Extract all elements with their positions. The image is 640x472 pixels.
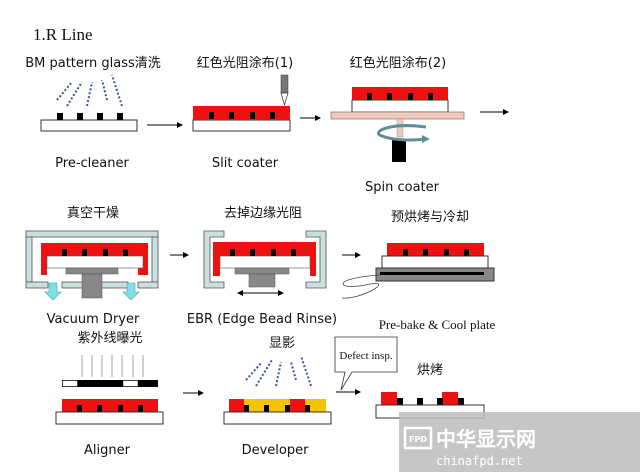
step-aligner: 紫外线曝光 Aligner [55,331,164,458]
photoresist-pattern [290,399,305,412]
heater-element [380,272,484,275]
stage [65,267,119,275]
step-label: 真空干燥 [67,206,119,221]
step-caption: Slit coater [212,156,279,171]
step-slit-coater: 红色光阻涂布(1) Slit coater [192,55,293,171]
step-label: 红色光阻涂布(2) [350,55,446,71]
heater-wire [341,274,381,299]
bm-pattern [62,249,128,256]
step-caption: Aligner [84,443,131,458]
glass-substrate [55,411,164,425]
step-pre-bake: 预烘烤与冷却 Pre-bake & Cool plate [341,210,496,332]
photoresist-layer [62,399,158,412]
stage-pillar [81,273,103,299]
watermark: FPD 中华显示网 chinafpd.net [399,412,640,472]
logo-text: FPD [409,435,427,444]
bm-pattern [230,249,296,256]
spray-icon [56,74,123,107]
step-caption: Pre-cleaner [55,156,129,171]
step-caption: Vacuum Dryer [47,312,140,327]
photoresist-pattern [381,392,397,405]
bm-pattern [367,93,433,100]
glass-substrate [40,119,138,132]
spin-chuck [330,111,465,120]
glass-substrate [192,119,291,132]
step-caption: Developer [242,443,310,458]
spray-icon [245,355,312,387]
bm-pattern [77,405,143,412]
step-label: 紫外线曝光 [77,331,142,346]
bm-pattern [57,113,123,120]
step-caption: Pre-bake & Cool plate [379,317,496,332]
step-pre-cleaner: BM pattern glass清洗 Pre-cleaner [25,56,161,171]
bm-pattern [244,405,310,412]
ebr-chamber [203,230,327,289]
step-caption: Spin coater [365,180,440,195]
uv-light-icon [81,355,144,377]
glass-substrate [219,255,311,269]
spin-shaft [396,118,404,138]
step-label: 红色光阻涂布(1) [197,55,293,71]
step-developer: 显影 Developer [223,336,332,458]
watermark-url: chinafpd.net [436,454,523,468]
rotation-arrow-icon [377,124,427,142]
exhaust-arrow-icon [122,282,140,301]
glass-substrate [351,99,449,113]
stage-pillar [248,273,276,288]
bm-pattern [209,112,275,119]
photoresist-layer [352,87,448,100]
rotation-arrowhead-icon [422,135,430,143]
step-spin-coater: 红色光阻涂布(2) Spin coater [330,55,465,195]
step-label: 显影 [269,336,295,351]
photoresist-layer [193,106,290,120]
step-caption: EBR (Edge Bead Rinse) [187,312,337,327]
glass-substrate [223,411,332,425]
diagram-title: 1.R Line [33,25,93,44]
glass-substrate [381,255,489,269]
exhaust-arrow-icon [44,282,62,301]
bm-pattern [403,249,469,256]
slit-nozzle-icon [280,74,289,107]
photoresist-layer [387,243,484,256]
spin-motor [392,140,406,162]
fpd-logo-icon: FPD [403,426,433,450]
step-label: BM pattern glass清洗 [25,56,161,71]
glass-substrate [46,255,144,269]
step-vacuum-dryer: 真空干燥 Vacuum Dryer [25,206,159,327]
step-label: 预烘烤与冷却 [391,210,469,225]
defect-inspection-callout: Defect insp. [334,336,398,391]
callout-text: Defect insp. [339,350,392,362]
stage [234,267,290,275]
step-label: 烘烤 [417,363,443,378]
bm-pattern [397,398,464,405]
step-ebr: 去掉边缘光阻 EBR (Edge Bead Rinse) [187,206,337,327]
photomask [62,380,158,387]
photoresist-pattern [229,399,244,412]
photoresist-pattern [442,392,458,405]
step-label: 去掉边缘光阻 [224,206,302,221]
watermark-name: 中华显示网 [436,427,536,451]
